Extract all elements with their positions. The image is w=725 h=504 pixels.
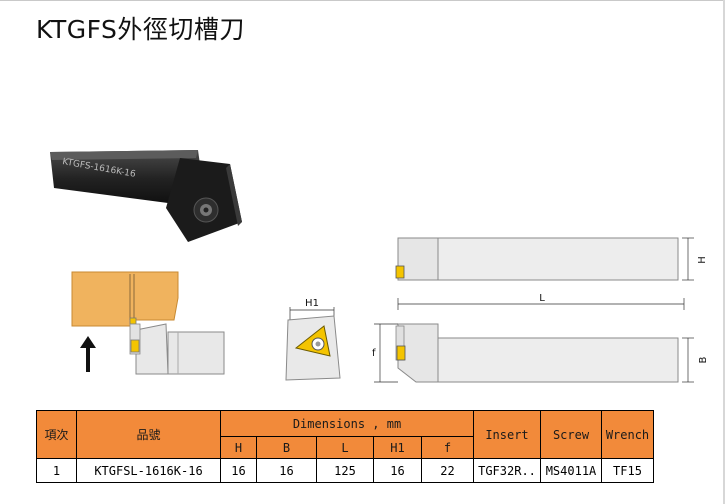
frame-top-line: [0, 0, 725, 1]
cell-item-no: 1: [36, 458, 77, 483]
side-view-drawing: f B: [368, 316, 720, 388]
spec-table: 項次 品號 Dimensions , mm Insert Screw Wrenc…: [36, 410, 654, 483]
dim-f-label: f: [372, 348, 376, 359]
header-wrench: Wrench: [601, 410, 654, 459]
dim-b-label: B: [698, 356, 709, 363]
dim-l-label: L: [539, 293, 545, 304]
frame-right-line: [723, 0, 725, 504]
application-sketch: [71, 271, 225, 375]
cell-insert: TGF32R..: [473, 458, 541, 483]
cell-h1: 16: [373, 458, 422, 483]
cell-l: 125: [316, 458, 374, 483]
cell-screw: MS4011A: [540, 458, 602, 483]
dim-h-label: H: [697, 256, 708, 264]
cell-part-no: KTGFSL-1616K-16: [76, 458, 221, 483]
insert-detail: H1: [285, 298, 341, 381]
cell-b: 16: [256, 458, 317, 483]
dim-l-line: L: [396, 292, 686, 310]
up-arrow-icon: [80, 336, 96, 372]
header-item-no: 項次: [36, 410, 77, 459]
dim-h1-label: H1: [305, 298, 319, 309]
table-row: 1 KTGFSL-1616K-16 16 16 125 16 22 TGF32R…: [36, 458, 654, 483]
page-title: KTGFS外徑切槽刀: [36, 15, 245, 44]
top-view-drawing: H: [380, 230, 720, 290]
header-h: H: [220, 436, 257, 459]
header-insert: Insert: [473, 410, 541, 459]
header-l: L: [316, 436, 374, 459]
cell-h: 16: [220, 458, 257, 483]
header-screw: Screw: [540, 410, 602, 459]
cell-wrench: TF15: [601, 458, 654, 483]
header-part-no: 品號: [76, 410, 221, 459]
header-dimensions: Dimensions , mm: [220, 410, 474, 437]
header-f: f: [421, 436, 474, 459]
cell-f: 22: [421, 458, 474, 483]
header-h1: H1: [373, 436, 422, 459]
product-photo: KTGFS-1616K-16: [50, 150, 242, 242]
header-b: B: [256, 436, 317, 459]
